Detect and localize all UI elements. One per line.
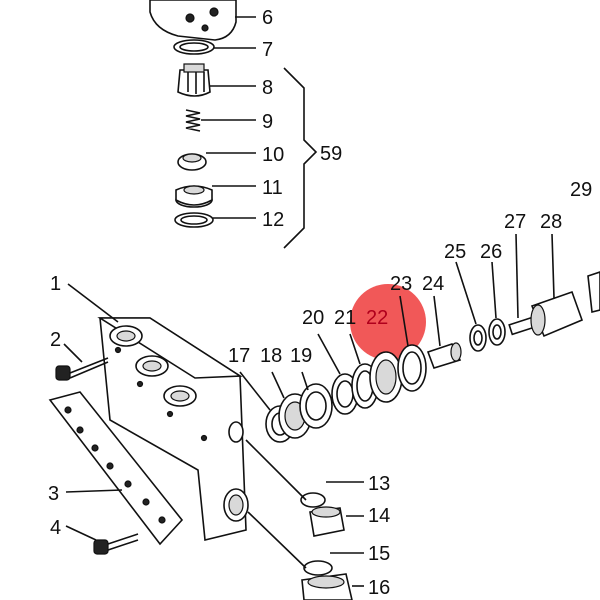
label-21: 21 <box>334 307 356 329</box>
part-14-plug <box>309 506 345 537</box>
label-25: 25 <box>444 241 466 263</box>
label-59: 59 <box>320 143 342 165</box>
label-20: 20 <box>302 307 324 329</box>
part-22-seat <box>369 351 403 403</box>
label-29: 29 <box>570 179 592 201</box>
label-14: 14 <box>368 505 390 527</box>
label-18: 18 <box>260 345 282 367</box>
label-1: 1 <box>50 273 61 295</box>
label-8: 8 <box>262 77 273 99</box>
label-16: 16 <box>368 577 390 599</box>
label-13: 13 <box>368 473 390 495</box>
label-15: 15 <box>368 543 390 565</box>
part-12-o-ring <box>174 212 214 228</box>
part-16-fitting <box>301 573 353 600</box>
label-10: 10 <box>262 144 284 166</box>
label-23: 23 <box>390 273 412 295</box>
part-29-cap <box>587 271 600 313</box>
label-11: 11 <box>262 177 283 199</box>
part-26-washer <box>488 318 506 346</box>
label-22: 22 <box>366 307 388 329</box>
part-15-o-ring <box>303 560 333 576</box>
label-19: 19 <box>290 345 312 367</box>
label-7: 7 <box>262 39 273 61</box>
label-9: 9 <box>262 111 273 133</box>
part-23-o-ring <box>397 344 427 392</box>
part-3-gasket-plate <box>48 391 184 546</box>
part-4-bolt <box>93 533 139 555</box>
part-7-o-ring <box>173 39 215 55</box>
group-bracket-59 <box>283 67 318 249</box>
part-9-spring <box>185 109 201 132</box>
part-11-valve-seat <box>175 185 213 208</box>
label-3: 3 <box>48 483 59 505</box>
label-28: 28 <box>540 211 562 233</box>
part-28-knob <box>530 290 584 338</box>
label-4: 4 <box>50 517 61 539</box>
part-6-valve-cover <box>149 0 237 41</box>
part-2-bolt <box>55 357 109 381</box>
part-24-valve-stem <box>426 342 462 369</box>
part-10-valve-plate <box>177 153 207 171</box>
label-6: 6 <box>262 7 273 29</box>
label-24: 24 <box>422 273 444 295</box>
part-19-guide <box>299 383 333 429</box>
label-2: 2 <box>50 329 61 351</box>
part-8-valve-cage <box>177 63 211 97</box>
part-13-o-ring <box>300 492 326 508</box>
label-26: 26 <box>480 241 502 263</box>
label-17: 17 <box>228 345 250 367</box>
part-1-manifold-body <box>97 317 249 541</box>
part-25-washer <box>469 324 487 352</box>
label-12: 12 <box>262 209 284 231</box>
label-27: 27 <box>504 211 526 233</box>
